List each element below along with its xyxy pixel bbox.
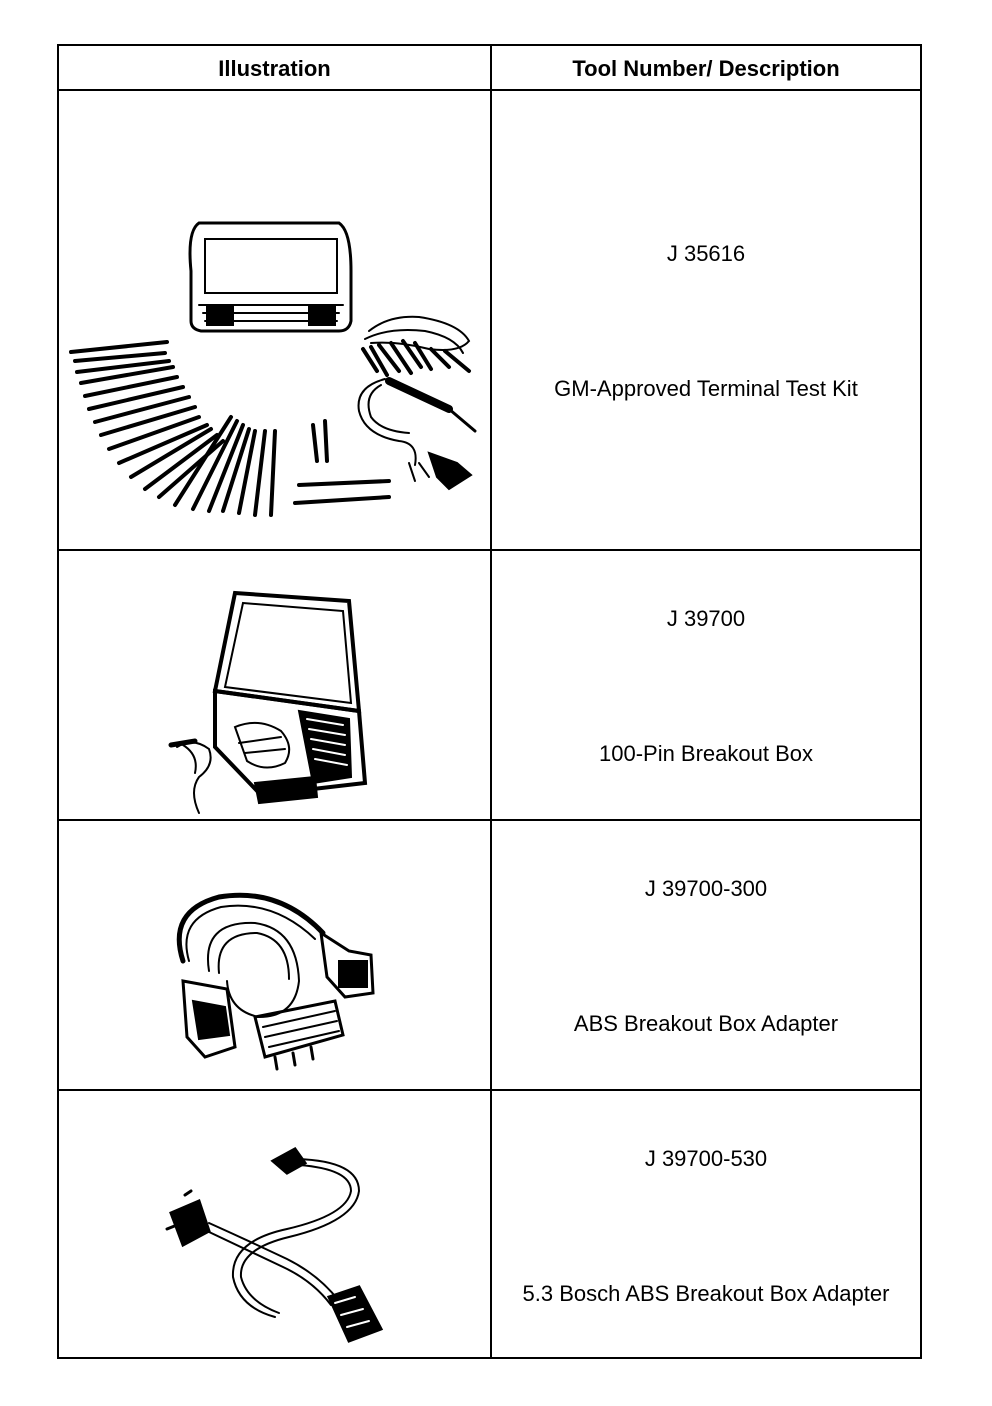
illustration-cell [59, 1091, 490, 1359]
tool-number: J 39700-300 [644, 876, 768, 901]
tool-number: J 39700-530 [644, 1146, 768, 1171]
illustration-cell [59, 91, 490, 549]
header-illustration: Illustration [218, 56, 331, 81]
breakout-box-case-illustration [168, 590, 368, 814]
illustration-cell [59, 821, 490, 1089]
row-divider [59, 1089, 920, 1091]
bosch-adapter-harness-illustration [165, 1147, 384, 1343]
illustration-cell [59, 551, 490, 819]
row-divider [59, 819, 920, 821]
column-divider [490, 46, 492, 1357]
tools-table: Illustration Tool Number/ Description [57, 44, 922, 1359]
row-divider [59, 549, 920, 551]
tool-description: 5.3 Bosch ABS Breakout Box Adapter [522, 1281, 890, 1306]
abs-adapter-harness-illustration [176, 892, 375, 1071]
terminal-test-kit-illustration [69, 221, 477, 517]
tool-description: GM-Approved Terminal Test Kit [554, 376, 858, 401]
tool-number: J 35616 [666, 241, 746, 266]
header-tool-number-description: Tool Number/ Description [572, 56, 840, 81]
header-divider [59, 89, 920, 91]
description-cell: J 39700 100-Pin Breakout Box [492, 551, 920, 819]
tool-number: J 39700 [666, 606, 746, 631]
description-cell: J 39700-300 ABS Breakout Box Adapter [492, 821, 920, 1089]
tool-description: 100-Pin Breakout Box [598, 741, 814, 766]
description-cell: J 35616 GM-Approved Terminal Test Kit [492, 91, 920, 549]
description-cell: J 39700-530 5.3 Bosch ABS Breakout Box A… [492, 1091, 920, 1359]
tool-description: ABS Breakout Box Adapter [573, 1011, 839, 1036]
